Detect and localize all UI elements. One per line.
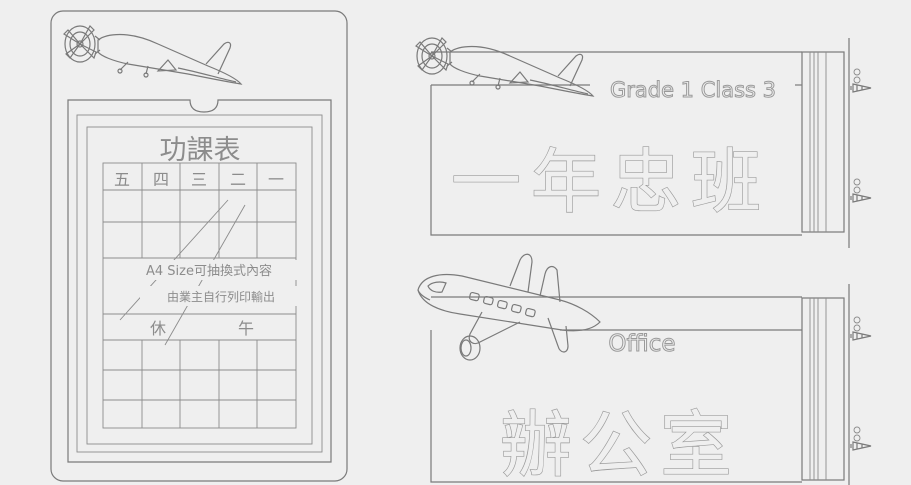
screw-icon <box>850 68 872 93</box>
weekday-mon: 一 <box>268 170 284 189</box>
text-mask <box>118 260 300 280</box>
class-sign-english: Grade 1 Class 3 <box>610 78 776 102</box>
propeller-plane-icon <box>63 25 243 85</box>
class-sign-chinese: 一年忠班 <box>451 141 771 223</box>
break-label-right: 午 <box>238 319 254 338</box>
office-sign-english: Office <box>608 331 675 357</box>
propeller-plane-icon <box>415 37 595 97</box>
card-paper <box>86 126 313 445</box>
print-note: 由業主自行列印輸出 <box>167 289 275 304</box>
card-plate <box>50 10 348 482</box>
timetable-grid <box>102 162 297 429</box>
schedule-card: 功課表 五 四 三 二 一 A4 Size可抽換式內容 由業主自行列印輸出 休 … <box>50 10 348 482</box>
class-sign: Grade 1 Class 3 一年忠班 <box>415 37 872 248</box>
screw-icon <box>850 426 872 451</box>
weekday-wed: 三 <box>191 170 207 189</box>
text-mask <box>140 286 300 306</box>
class-sign-plate <box>430 85 802 236</box>
screw-icon <box>850 316 872 341</box>
timetable-title: 功課表 <box>160 135 241 166</box>
office-sign: Office 辦公室 <box>417 253 872 485</box>
weekday-tue: 二 <box>230 170 246 189</box>
wall-bracket-top <box>801 38 850 248</box>
weekday-thu: 四 <box>153 170 169 189</box>
card-inner-frame <box>76 114 323 453</box>
office-sign-plate <box>430 330 802 483</box>
weekday-fri: 五 <box>114 170 130 189</box>
wall-bracket-bottom <box>801 284 850 485</box>
office-sign-chinese: 辦公室 <box>500 403 740 485</box>
airplane-icon <box>417 253 601 361</box>
card-pocket <box>67 99 332 463</box>
a4-size-note: A4 Size可抽換式內容 <box>146 263 272 279</box>
break-label-left: 休 <box>150 319 166 338</box>
screw-icon <box>850 178 872 203</box>
